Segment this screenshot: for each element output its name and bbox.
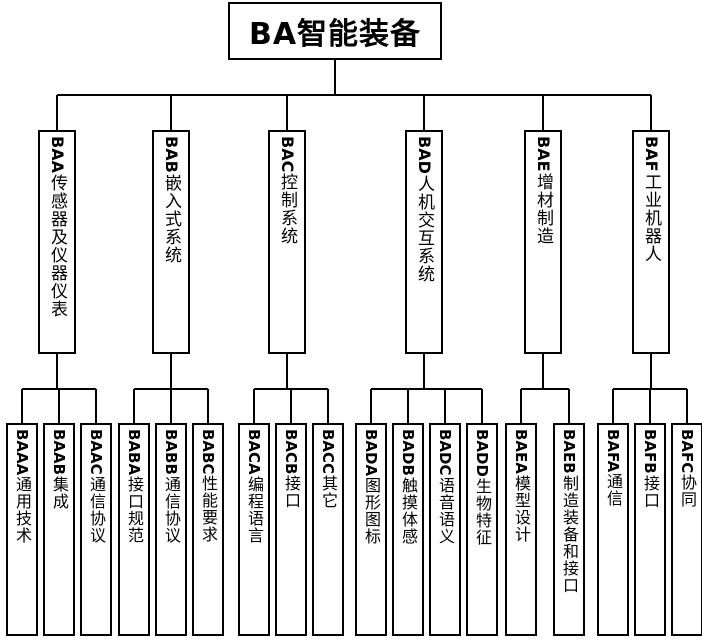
subcategory-node-baba-label: 接口规范 [125,476,144,545]
subcategory-node-babb-label: 通信协议 [162,475,181,544]
category-node-bab-code: BAB [162,136,181,173]
category-node-bae-code: BAE [534,136,553,172]
category-node-bae-label: 增材制造 [533,172,553,245]
subcategory-node-baeb-code: BAEB [560,429,578,474]
subcategory-node-baeb-label: 制造装备和接口 [560,474,579,594]
subcategory-node-badd-label: 生物特征 [473,477,492,546]
subcategory-node-baaa-label: 通用技术 [13,476,32,545]
subcategory-node-baea-label: 模型设计 [512,474,531,543]
category-node-baa-code: BAA [48,136,67,173]
subcategory-node-badc-label: 语音语义 [436,476,455,545]
subcategory-node-bafc-label: 协同 [678,474,697,509]
category-node-bac-label: 控制系统 [277,173,297,246]
subcategory-node-bafb-label: 接口 [641,474,660,509]
subcategory-node-baba-code: BABA [125,429,143,476]
subcategory-node-baca-label: 编程语言 [245,475,264,544]
subcategory-node-bada-code: BADA [362,429,380,477]
subcategory-node-bafa-label: 通信 [604,473,623,508]
subcategory-node-bada-label: 图形图标 [362,477,381,546]
subcategory-node-badb-code: BADB [399,429,417,476]
category-node-bac-code: BAC [278,136,297,173]
subcategory-node-baab-code: BAAB [50,429,68,476]
category-node-bab-label: 嵌入式系统 [161,173,181,264]
category-node-baf-code: BAF [642,136,661,172]
subcategory-node-baac-code: BAAC [87,429,105,475]
root-title: BA智能装备 [248,17,422,52]
category-node-bad-code: BAD [415,136,434,174]
subcategory-node-badb-label: 触摸体感 [399,476,418,545]
subcategory-node-babc-label: 性能要求 [199,475,218,544]
subcategory-node-bafa-code: BAFA [604,429,622,473]
category-node-bad-label: 人机交互系统 [414,174,434,283]
subcategory-node-bacb-label: 接口 [282,475,301,510]
category-node-baa-label: 传感器及仪器仪表 [47,173,67,318]
subcategory-node-baca-code: BACA [245,429,263,475]
root-node: BA智能装备 [228,2,442,60]
subcategory-node-babc-code: BABC [199,429,217,475]
subcategory-node-bacb-code: BACB [282,429,300,475]
subcategory-node-badd-code: BADD [473,429,491,477]
subcategory-node-bacc-code: BACC [319,429,337,475]
subcategory-node-bafc-code: BAFC [678,429,696,474]
subcategory-node-bafb-code: BAFB [641,429,659,474]
subcategory-node-babb-code: BABB [162,429,180,475]
subcategory-node-bacc-label: 其它 [319,475,338,510]
subcategory-node-baea-code: BAEA [512,429,530,474]
subcategory-node-baaa-code: BAAA [13,429,31,476]
subcategory-node-baac-label: 通信协议 [87,475,106,544]
subcategory-node-baab-label: 集成 [50,476,69,511]
subcategory-node-badc-code: BADC [436,429,454,476]
category-node-baf-label: 工业机器人 [641,172,661,263]
